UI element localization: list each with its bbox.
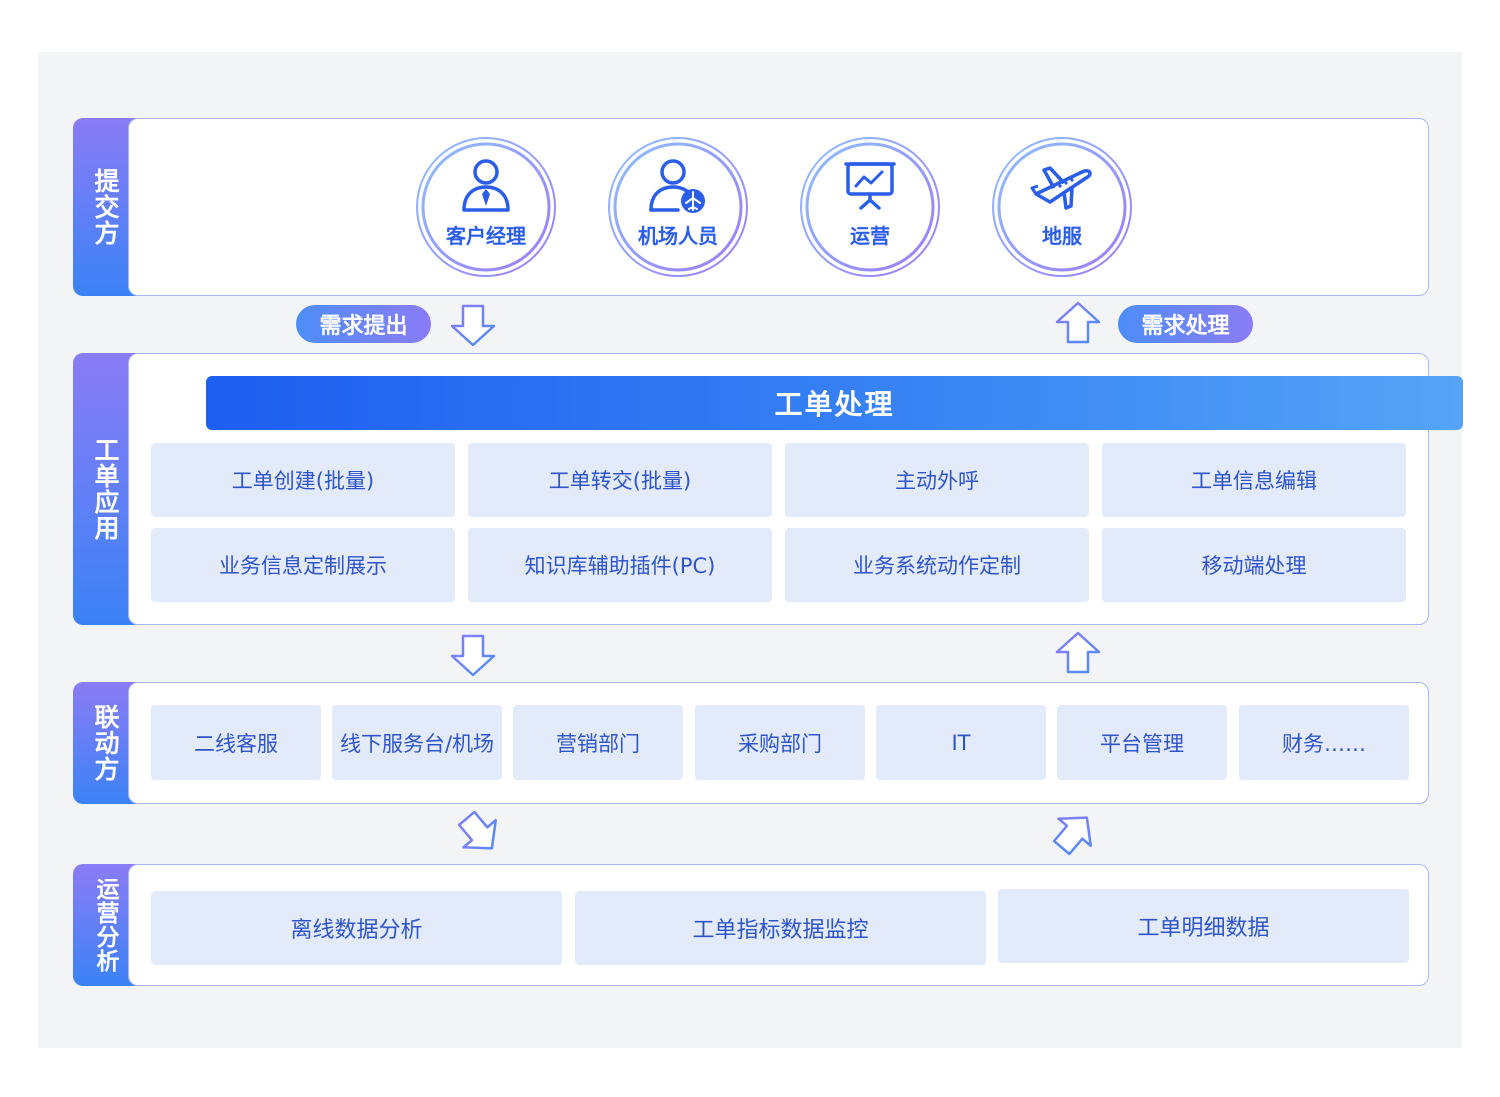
role-label: 客户经理 <box>446 224 526 248</box>
layer-linkage: 联动方 二线客服 线下服务台/机场 营销部门 采购部门 IT 平台管理 财务…… <box>73 682 1429 804</box>
role-ground-service: 地服 <box>991 136 1133 278</box>
layer-label-workorder: 工单应用 <box>73 353 137 625</box>
layer-label-analysis: 运营分析 <box>73 864 137 986</box>
linkage-cell: 营销部门 <box>513 705 683 780</box>
arrow-down-icon <box>450 304 496 347</box>
linkage-cell: 平台管理 <box>1057 705 1227 780</box>
function-cell: 业务信息定制展示 <box>151 528 455 602</box>
layer-label-linkage: 联动方 <box>73 682 137 804</box>
analysis-cell: 工单明细数据 <box>998 889 1409 963</box>
layer-submit: 提交方 <box>73 118 1429 296</box>
role-label: 运营 <box>850 224 890 248</box>
linkage-cell: 二线客服 <box>151 705 321 780</box>
layer-body-submit <box>128 118 1429 296</box>
arrow-diagonal-down-icon <box>457 810 497 850</box>
layer-body-analysis: 离线数据分析 工单指标数据监控 工单明细数据 <box>128 864 1429 986</box>
function-cell: 主动外呼 <box>785 443 1089 517</box>
airport-staff-icon <box>607 158 749 214</box>
analysis-cell: 离线数据分析 <box>151 891 562 965</box>
role-operations: 运营 <box>799 136 941 278</box>
linkage-cell: 线下服务台/机场 <box>332 705 502 780</box>
layer-workorder: 工单应用 工单处理 工单创建(批量) 工单转交(批量) 主动外呼 工单信息编辑 … <box>73 353 1463 625</box>
function-cell: 知识库辅助插件(PC) <box>468 528 772 602</box>
linkage-cell: IT <box>876 705 1046 780</box>
function-cell: 工单创建(批量) <box>151 443 455 517</box>
layer-label-submit: 提交方 <box>73 118 137 296</box>
function-cell: 工单转交(批量) <box>468 443 772 517</box>
layer-analysis: 运营分析 离线数据分析 工单指标数据监控 工单明细数据 <box>73 864 1429 986</box>
linkage-cell: 采购部门 <box>695 705 865 780</box>
arrow-up-icon <box>1055 301 1101 344</box>
analysis-cell: 工单指标数据监控 <box>575 891 986 965</box>
airplane-icon <box>991 158 1133 212</box>
role-label: 地服 <box>1042 224 1082 248</box>
linkage-cell: 财务…… <box>1239 705 1409 780</box>
workorder-banner: 工单处理 <box>206 376 1463 430</box>
role-customer-manager: 客户经理 <box>415 136 557 278</box>
flow-pill-request-handle: 需求处理 <box>1118 305 1253 343</box>
manager-icon <box>415 158 557 214</box>
layer-body-workorder: 工单处理 工单创建(批量) 工单转交(批量) 主动外呼 工单信息编辑 业务信息定… <box>128 353 1463 625</box>
arrow-diagonal-up-icon <box>1052 816 1092 856</box>
arrow-up-icon <box>1055 631 1101 674</box>
presentation-chart-icon <box>799 158 941 212</box>
function-cell: 业务系统动作定制 <box>785 528 1089 602</box>
layer-body-linkage: 二线客服 线下服务台/机场 营销部门 采购部门 IT 平台管理 财务…… <box>128 682 1429 804</box>
function-cell: 移动端处理 <box>1102 528 1406 602</box>
role-airport-staff: 机场人员 <box>607 136 749 278</box>
arrow-down-icon <box>450 634 496 677</box>
role-label: 机场人员 <box>638 224 718 248</box>
flow-pill-request-submit: 需求提出 <box>296 305 431 343</box>
function-cell: 工单信息编辑 <box>1102 443 1406 517</box>
